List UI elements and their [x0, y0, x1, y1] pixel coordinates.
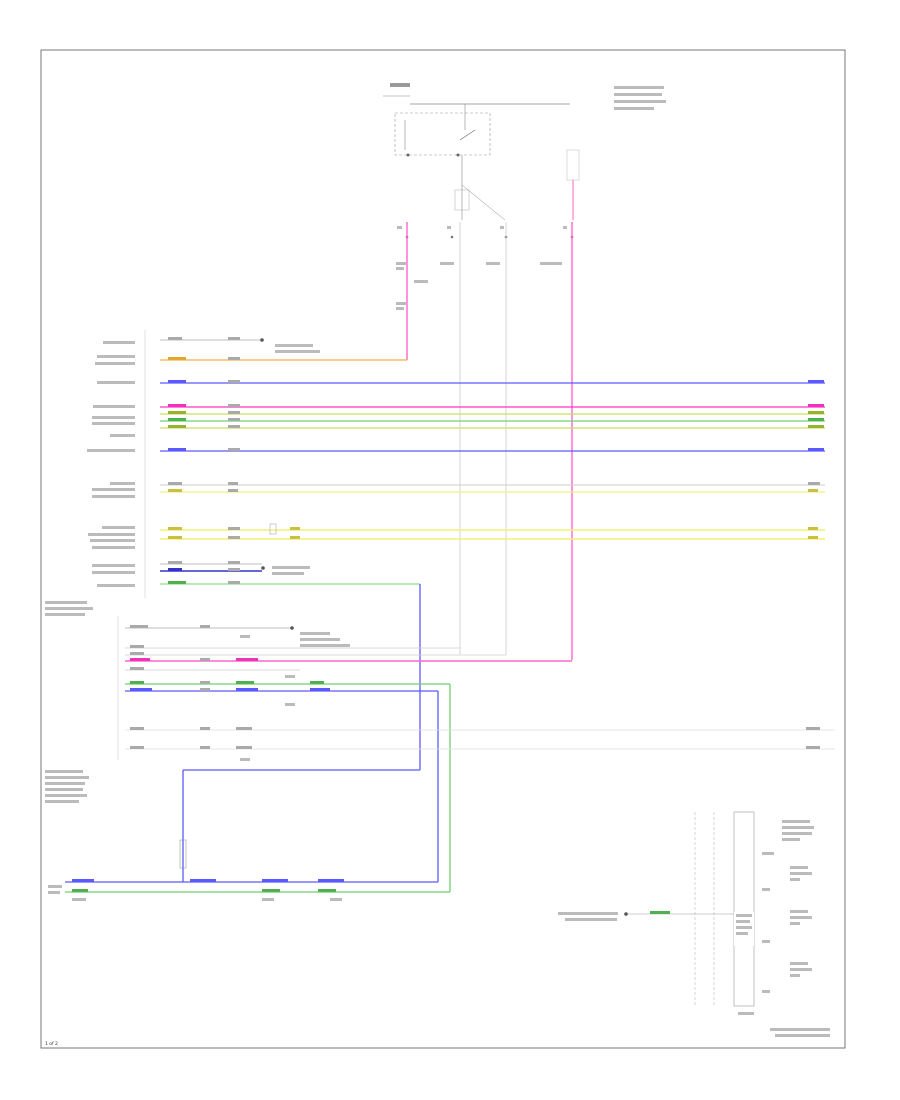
diagram-frame: [40, 49, 846, 1049]
lower-module-block: [45, 769, 450, 901]
connector-pins-top: [405, 235, 574, 239]
right-module-block: [558, 811, 830, 1037]
footer-code: 1 of 2: [45, 1041, 58, 1047]
vertical-wires: [406, 222, 573, 660]
left-connector-labels: [87, 341, 135, 587]
body-control-module-block: [45, 601, 835, 892]
wire-code-labels-upper: [168, 226, 824, 584]
top-relay-section: [383, 83, 666, 221]
upper-horizontal-wires: [160, 338, 825, 770]
